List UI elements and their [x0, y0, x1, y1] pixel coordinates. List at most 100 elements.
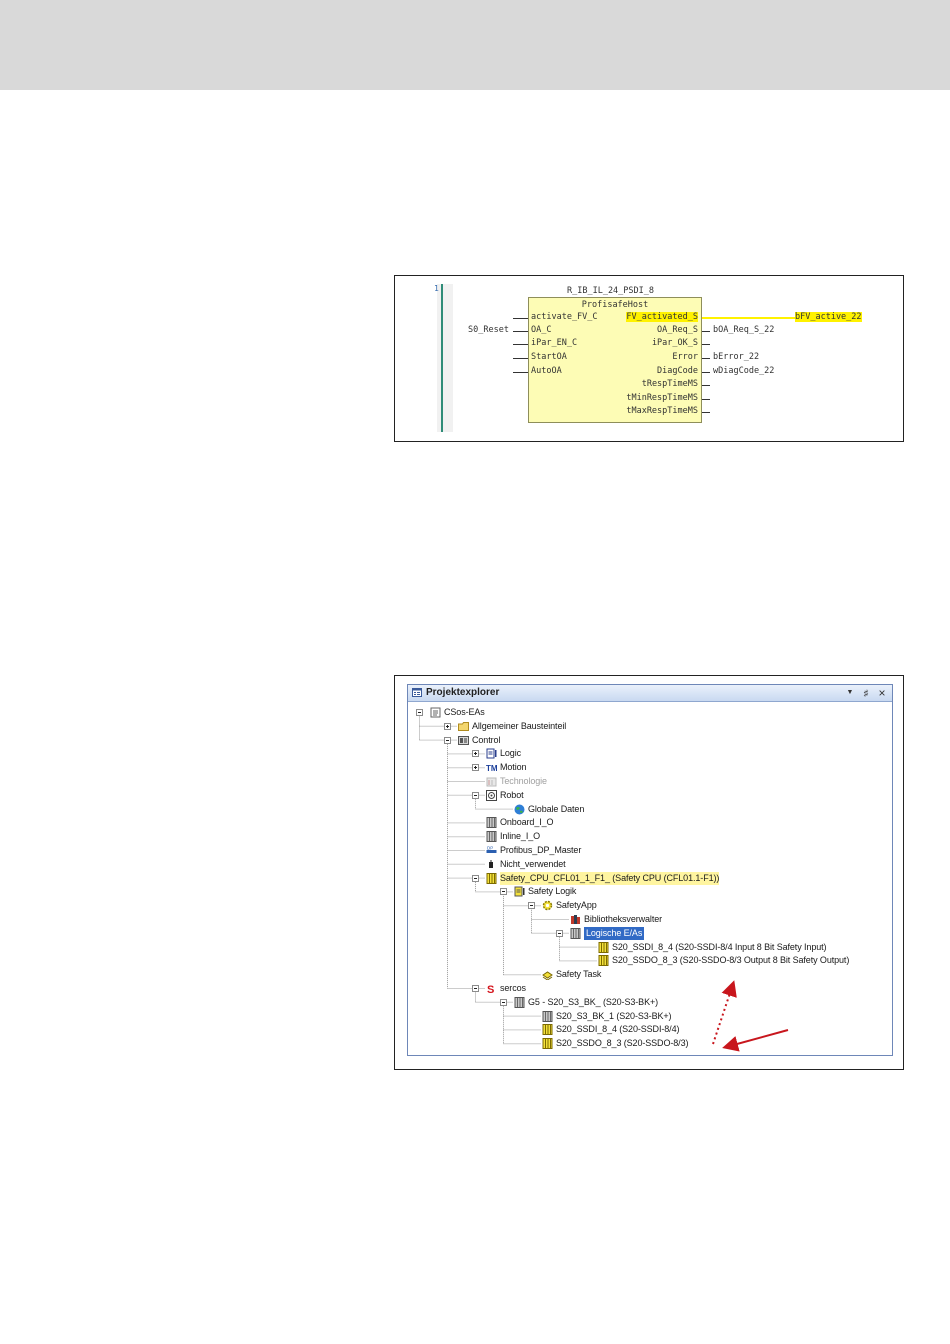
tree-node-label[interactable]: sercos — [500, 983, 526, 993]
tree-node[interactable]: S20_SSDI_8_4 (S20-SSDI-8/4 Input 8 Bit S… — [408, 941, 892, 954]
input-variable[interactable]: S0_Reset — [468, 325, 509, 335]
safety-io-icon — [542, 1024, 553, 1036]
tree-node[interactable]: Nicht_verwendet — [408, 858, 892, 871]
tree-node-label[interactable]: Nicht_verwendet — [500, 858, 566, 869]
tree-node-label[interactable]: S20_SSDI_8_4 (S20-SSDI-8/4) — [556, 1024, 680, 1035]
collapse-icon[interactable] — [444, 736, 451, 744]
tree-node-label[interactable]: Safety Logik — [528, 886, 577, 897]
tree-node[interactable]: Safety Logik — [408, 885, 892, 898]
tree-node-label[interactable]: G5 - S20_S3_BK_ (S20-S3-BK+) — [528, 996, 659, 1007]
tree-node-label[interactable]: Bibliotheksverwalter — [584, 914, 663, 924]
tree-node[interactable]: SafetyApp — [408, 899, 892, 912]
output-variable[interactable]: wDiagCode_22 — [713, 366, 775, 376]
collapse-icon[interactable] — [556, 929, 563, 937]
tree-node-label[interactable]: Logische E/As — [584, 926, 645, 940]
tree-node[interactable]: S20_SSDO_8_3 (S20-SSDO-8/3 Output 8 Bit … — [408, 954, 892, 967]
input-pin-line — [513, 318, 528, 319]
output-pin: Error — [672, 352, 698, 362]
tree-node[interactable]: CSos-EAs — [408, 706, 892, 719]
collapse-icon[interactable] — [528, 902, 535, 910]
io-module-icon — [486, 817, 497, 829]
output-pin-line — [702, 412, 710, 413]
tree-node-label[interactable]: S20_SSDO_8_3 (S20-SSDO-8/3 Output 8 Bit … — [612, 955, 850, 966]
explorer-window-icon — [412, 688, 422, 697]
dropdown-button[interactable]: ▼ — [846, 689, 854, 696]
logic-icon — [486, 748, 497, 759]
output-variable[interactable]: bOA_Req_S_22 — [713, 325, 775, 335]
tree-node-label[interactable]: Logic — [500, 748, 522, 759]
tree-node-label[interactable]: Allgemeiner Bausteinteil — [472, 720, 567, 731]
tree-node-label[interactable]: Safety Task — [556, 969, 602, 980]
project-icon — [430, 707, 441, 718]
output-pin-line — [702, 344, 710, 345]
tree-node[interactable]: Allgemeiner Bausteinteil — [408, 720, 892, 733]
tree-node-label[interactable]: Robot — [500, 789, 524, 800]
tree-node[interactable]: Safety Task — [408, 968, 892, 981]
tree-node-label[interactable]: S20_SSDO_8_3 (S20-SSDO-8/3) — [556, 1038, 689, 1049]
output-variable[interactable]: bFV_active_22 — [795, 312, 862, 322]
tree-node-label[interactable]: CSos-EAs — [444, 707, 485, 717]
tree-node[interactable]: Safety_CPU_CFL01_1_F1_ (Safety CPU (CFL0… — [408, 871, 892, 885]
io-module-icon — [570, 927, 581, 939]
gear-icon — [542, 900, 553, 911]
tree-node[interactable]: Bibliotheksverwalter — [408, 913, 892, 926]
collapse-icon[interactable] — [472, 791, 479, 799]
tree-node-label[interactable]: SafetyApp — [556, 900, 597, 911]
output-pin: iPar_OK_S — [651, 338, 698, 348]
collapse-icon[interactable] — [472, 985, 479, 992]
tree-node[interactable]: Onboard_I_O — [408, 816, 892, 829]
task-icon — [542, 971, 553, 981]
tree-node-label[interactable]: S20_SSDI_8_4 (S20-SSDI-8/4 Input 8 Bit S… — [612, 941, 827, 952]
control-icon — [458, 735, 469, 745]
tree-node[interactable]: Logic — [408, 747, 892, 760]
tree-node[interactable]: G5 - S20_S3_BK_ (S20-S3-BK+) — [408, 996, 892, 1009]
output-variable-highlighted[interactable]: bFV_active_22 — [795, 312, 862, 322]
tree-node[interactable]: Globale Daten — [408, 803, 892, 816]
output-pin-line — [702, 358, 710, 359]
tree-node-label[interactable]: Control — [472, 734, 501, 745]
motion-icon: TM — [486, 764, 497, 773]
tree-node[interactable]: S20_SSDI_8_4 (S20-SSDI-8/4) — [408, 1023, 892, 1036]
safety-io-icon — [598, 955, 609, 967]
input-pin: iPar_EN_C — [531, 338, 578, 348]
tree-node-label[interactable]: Inline_I_O — [500, 831, 541, 842]
tree-node-label[interactable]: Safety_CPU_CFL01_1_F1_ (Safety CPU (CFL0… — [500, 871, 720, 885]
tree-node[interactable]: Control — [408, 734, 892, 747]
output-pin: OA_Req_S — [657, 325, 698, 335]
output-variable[interactable]: bError_22 — [713, 352, 760, 362]
page-header-band — [0, 0, 950, 90]
tree-node-label[interactable]: Globale Daten — [528, 803, 585, 814]
expand-icon[interactable] — [472, 764, 479, 772]
tree-node[interactable]: S20_S3_BK_1 (S20-S3-BK+) — [408, 1010, 892, 1023]
input-pin-line — [513, 331, 528, 332]
tree-node-label[interactable]: Technologie — [500, 776, 547, 786]
tree-node-label[interactable]: Motion — [500, 762, 527, 773]
tree-node[interactable]: Robot — [408, 789, 892, 802]
collapse-icon[interactable] — [500, 998, 507, 1006]
input-pin: StartOA — [531, 352, 567, 362]
input-pin-line — [513, 372, 528, 373]
close-button[interactable]: × — [878, 686, 886, 700]
collapse-icon[interactable] — [472, 874, 479, 882]
tree-node[interactable]: Logische E/As — [408, 926, 892, 940]
explorer-titlebar[interactable]: Projektexplorer ▼ ♯ × — [408, 685, 892, 702]
collapse-icon[interactable] — [416, 709, 423, 716]
expand-icon[interactable] — [472, 750, 479, 758]
tree-node-label[interactable]: S20_S3_BK_1 (S20-S3-BK+) — [556, 1010, 672, 1021]
tree-node[interactable]: Inline_I_O — [408, 830, 892, 843]
robot-icon — [486, 789, 497, 801]
pin-button[interactable]: ♯ — [863, 688, 869, 698]
profibus-icon: DP — [486, 846, 497, 853]
expand-icon[interactable] — [444, 722, 451, 730]
tree-node[interactable]: Technologie — [408, 775, 892, 788]
tree-node[interactable]: S20_SSDO_8_3 (S20-SSDO-8/3) — [408, 1037, 892, 1050]
collapse-icon[interactable] — [500, 888, 507, 896]
tree-node-label[interactable]: Onboard_I_O — [500, 817, 554, 828]
network-number: 1 — [434, 284, 439, 293]
tree-node-label[interactable]: Profibus_DP_Master — [500, 845, 582, 855]
technology-icon — [486, 777, 497, 787]
